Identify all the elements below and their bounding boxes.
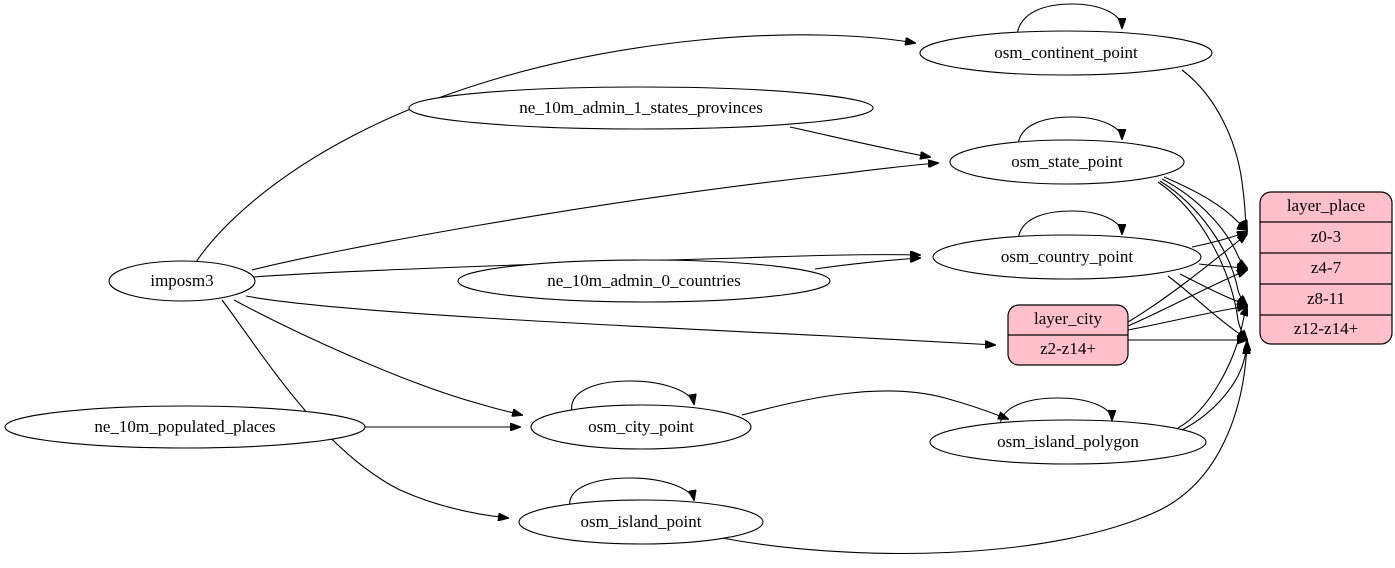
edge-osm_country_point-layer_place-z8-11 bbox=[1179, 273, 1247, 305]
edge-imposm3-osm_state_point bbox=[251, 163, 938, 271]
node-label-osm_state_point: osm_state_point bbox=[1011, 152, 1123, 171]
edge-osm_island_polygon-layer_place-z8-11 bbox=[1177, 306, 1247, 429]
edge-layer_city-layer_place-z4-7 bbox=[1127, 270, 1247, 327]
layer-place-header: layer_place bbox=[1287, 196, 1365, 215]
node-label-ne_10m_admin_1_states_provinces: ne_10m_admin_1_states_provinces bbox=[519, 98, 763, 117]
node-label-osm_island_point: osm_island_point bbox=[581, 512, 702, 531]
edge-osm_state_point-layer_place-z0-3 bbox=[1163, 176, 1247, 230]
layer-city-row-z2-z14[interactable]: z2-z14+ bbox=[1040, 339, 1096, 358]
edge-layer_city-layer_place-z0-3 bbox=[1127, 234, 1247, 323]
layer-place-row-z8-11[interactable]: z8-11 bbox=[1307, 289, 1345, 308]
edge-imposm3-osm_city_point bbox=[233, 299, 522, 415]
edge-imposm3-osm_continent_point bbox=[195, 34, 915, 263]
selfloop-osm_continent_point bbox=[1016, 3, 1122, 36]
layer-city-node[interactable]: layer_city z2-z14+ bbox=[1007, 304, 1129, 366]
node-label-ne_10m_admin_0_countries: ne_10m_admin_0_countries bbox=[547, 271, 741, 290]
layer-place-row-z0-3[interactable]: z0-3 bbox=[1311, 227, 1341, 246]
node-label-ne_10m_populated_places: ne_10m_populated_places bbox=[94, 417, 275, 436]
node-osm_city_point[interactable]: osm_city_point bbox=[530, 404, 752, 450]
edge-osm_island_polygon-layer_place-z12-z14+ bbox=[1181, 341, 1247, 431]
node-label-osm_island_polygon: osm_island_polygon bbox=[997, 432, 1139, 451]
edge-ne_states-osm_state_point bbox=[789, 126, 930, 157]
edge-osm_country_point-layer_place-z12-z14+ bbox=[1167, 275, 1247, 339]
node-label-imposm3: imposm3 bbox=[150, 271, 213, 290]
edge-layer_city-layer_place-z8-11 bbox=[1127, 306, 1247, 331]
edge-ne_countries-osm_country_point bbox=[814, 258, 920, 270]
node-label-osm_country_point: osm_country_point bbox=[1001, 247, 1133, 266]
node-label-osm_continent_point: osm_continent_point bbox=[994, 43, 1138, 62]
node-osm_island_point[interactable]: osm_island_point bbox=[518, 499, 764, 545]
selfloop-osm_state_point bbox=[1017, 116, 1122, 146]
layer-place-row-z12-z14[interactable]: z12-z14+ bbox=[1294, 319, 1358, 338]
node-osm_state_point[interactable]: osm_state_point bbox=[949, 139, 1185, 185]
edge-osm_city_point-osm_island_polygon bbox=[741, 390, 1008, 419]
node-osm_island_polygon[interactable]: osm_island_polygon bbox=[929, 419, 1207, 465]
edges-layer bbox=[195, 3, 1247, 555]
nodes-layer: imposm3 ne_10m_admin_1_states_provinces … bbox=[4, 30, 1213, 545]
node-osm_continent_point[interactable]: osm_continent_point bbox=[919, 30, 1213, 76]
selfloop-osm_island_point bbox=[569, 477, 694, 509]
layer-city-header: layer_city bbox=[1034, 309, 1102, 328]
node-imposm3[interactable]: imposm3 bbox=[108, 260, 256, 302]
edge-osm_country_point-layer_place-z0-3 bbox=[1191, 232, 1247, 248]
layer-place-row-z4-7[interactable]: z4-7 bbox=[1311, 258, 1342, 277]
node-ne_10m_admin_0_countries[interactable]: ne_10m_admin_0_countries bbox=[457, 259, 831, 303]
edge-osm_continent_point-layer_place-z0-3 bbox=[1181, 69, 1247, 230]
selfloop-osm_island_polygon bbox=[999, 397, 1112, 428]
node-label-osm_city_point: osm_city_point bbox=[588, 417, 694, 436]
node-ne_10m_admin_1_states_provinces[interactable]: ne_10m_admin_1_states_provinces bbox=[408, 86, 874, 130]
layer-place-node[interactable]: layer_place z0-3 z4-7 z8-11 z12-z14+ bbox=[1259, 191, 1393, 345]
node-osm_country_point[interactable]: osm_country_point bbox=[932, 234, 1202, 280]
edge-osm_country_point-layer_place-z4-7 bbox=[1198, 264, 1247, 268]
edge-osm_island_point-layer_place-z12-z14+ bbox=[721, 344, 1247, 555]
selfloop-osm_city_point bbox=[571, 380, 694, 413]
edge-imposm3-osm_island_point bbox=[221, 299, 508, 518]
selfloop-osm_country_point bbox=[1017, 210, 1122, 241]
node-ne_10m_populated_places[interactable]: ne_10m_populated_places bbox=[4, 405, 366, 449]
edge-imposm3-layer_city bbox=[245, 295, 995, 345]
